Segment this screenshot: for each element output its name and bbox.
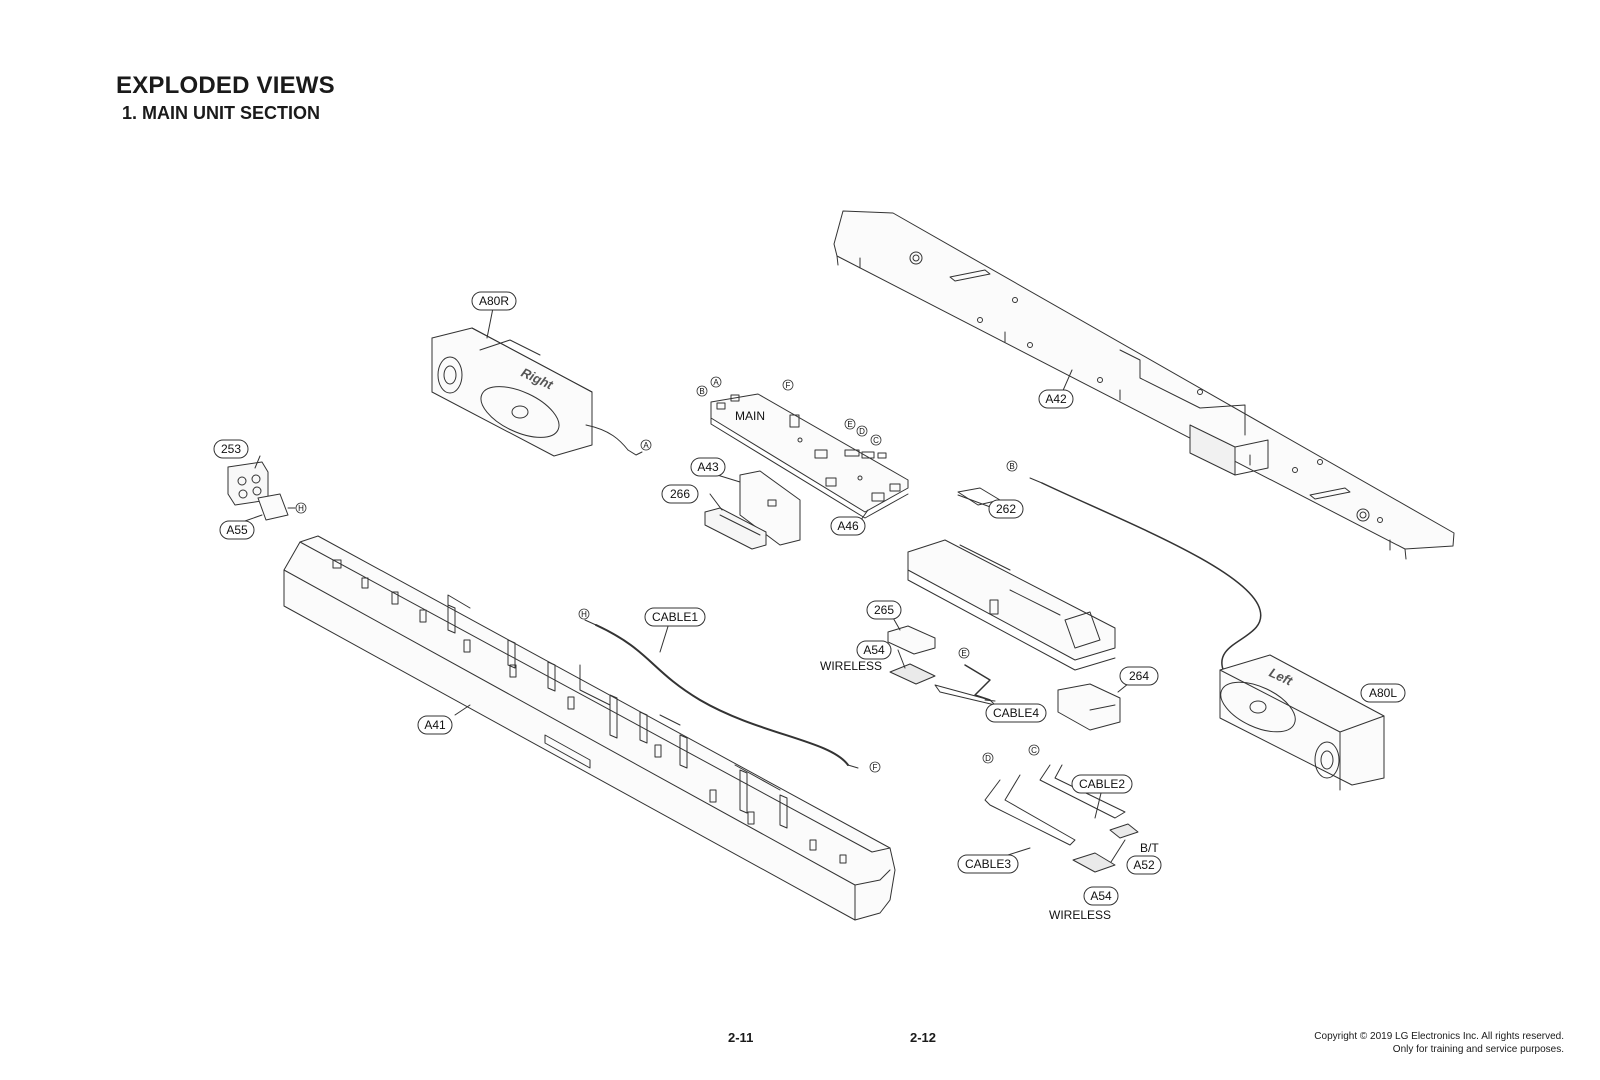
svg-text:C: C xyxy=(1031,746,1037,755)
label-a54-bottom: A54 xyxy=(1083,886,1119,906)
svg-text:H: H xyxy=(298,504,304,513)
svg-text:CABLE1: CABLE1 xyxy=(652,610,698,624)
svg-text:B: B xyxy=(699,387,704,396)
svg-text:CABLE3: CABLE3 xyxy=(965,857,1011,871)
svg-text:C: C xyxy=(873,436,879,445)
connector-ref-b-cable: B xyxy=(1006,460,1018,472)
svg-text:A55: A55 xyxy=(226,523,248,537)
svg-text:CABLE4: CABLE4 xyxy=(993,706,1039,720)
svg-text:CABLE2: CABLE2 xyxy=(1079,777,1125,791)
label-a46: A46 xyxy=(830,516,866,536)
svg-text:A54: A54 xyxy=(1090,889,1112,903)
connector-b-socket xyxy=(716,402,726,410)
label-a55: A55 xyxy=(219,520,255,540)
connector-ref-b-board: B xyxy=(696,385,708,397)
svg-text:265: 265 xyxy=(874,603,894,617)
label-265: 265 xyxy=(866,600,902,620)
part-253-a55 xyxy=(227,461,296,521)
connector-ref-e-board: E xyxy=(844,418,856,430)
part-cable4 xyxy=(934,664,996,706)
part-cable1 xyxy=(584,619,859,769)
svg-text:E: E xyxy=(961,649,966,658)
connector-ref-d-board: D xyxy=(856,425,868,437)
copyright-line-1: Copyright © 2019 LG Electronics Inc. All… xyxy=(1314,1031,1564,1042)
part-262-tray xyxy=(907,487,1116,671)
part-cable2 xyxy=(1039,764,1139,839)
svg-text:A46: A46 xyxy=(837,519,859,533)
svg-text:D: D xyxy=(859,427,865,436)
svg-text:A52: A52 xyxy=(1133,858,1155,872)
label-cable4: CABLE4 xyxy=(985,703,1047,723)
svg-text:A43: A43 xyxy=(697,460,719,474)
svg-text:H: H xyxy=(581,610,587,619)
connector-f-socket xyxy=(789,414,800,428)
part-264 xyxy=(1057,683,1121,731)
svg-text:E: E xyxy=(847,420,852,429)
part-a46-main-board xyxy=(710,393,909,519)
svg-text:A42: A42 xyxy=(1045,392,1067,406)
label-wireless-bottom: WIRELESS xyxy=(1049,908,1111,922)
connector-ref-c-board: C xyxy=(870,434,882,446)
connector-ref-h-a55: H xyxy=(295,502,307,514)
part-a41-enclosure xyxy=(283,535,896,921)
copyright-notice: Copyright © 2019 LG Electronics Inc. All… xyxy=(1314,1030,1564,1056)
svg-text:266: 266 xyxy=(670,487,690,501)
connector-ref-c-cable: C xyxy=(1028,744,1040,756)
connector-ref-a-cable: A xyxy=(640,439,652,451)
copyright-line-2: Only for training and service purposes. xyxy=(1392,1044,1564,1055)
label-cable1: CABLE1 xyxy=(644,607,706,627)
page-number-left: 2-11 xyxy=(728,1030,754,1045)
label-a43: A43 xyxy=(690,457,726,477)
svg-text:D: D xyxy=(985,754,991,763)
label-a80l: A80L xyxy=(1360,683,1406,703)
page-number-right: 2-12 xyxy=(910,1030,937,1045)
label-cable3: CABLE3 xyxy=(957,854,1019,874)
label-262: 262 xyxy=(988,499,1024,519)
svg-text:A41: A41 xyxy=(424,718,446,732)
part-a80l-left-speaker xyxy=(1219,654,1385,791)
svg-text:A: A xyxy=(643,441,649,450)
page-title: EXPLODED VIEWS xyxy=(116,72,335,99)
label-a54-top: A54 xyxy=(856,640,892,660)
connector-ref-f-board: F xyxy=(782,379,794,391)
part-a42-top-chassis xyxy=(833,210,1455,560)
svg-text:A54: A54 xyxy=(863,643,885,657)
connector-ref-a-board: A xyxy=(710,376,722,388)
svg-text:264: 264 xyxy=(1129,669,1149,683)
connector-a-socket xyxy=(730,394,740,402)
connector-ref-e-cable: E xyxy=(958,647,970,659)
svg-text:A80L: A80L xyxy=(1369,686,1397,700)
label-main: MAIN xyxy=(735,409,765,423)
label-266: 266 xyxy=(661,484,699,504)
label-cable2: CABLE2 xyxy=(1071,774,1133,794)
svg-text:A: A xyxy=(713,378,719,387)
connector-ref-h-cable: H xyxy=(578,608,590,620)
label-bt: B/T xyxy=(1140,841,1159,855)
label-a41: A41 xyxy=(417,715,453,735)
section-subtitle: 1. MAIN UNIT SECTION xyxy=(122,103,321,123)
svg-text:A80R: A80R xyxy=(479,294,509,308)
label-264: 264 xyxy=(1119,666,1159,686)
part-265-a54-top xyxy=(887,625,936,685)
part-a80r-right-speaker xyxy=(431,327,643,457)
svg-text:B: B xyxy=(1009,462,1014,471)
svg-text:253: 253 xyxy=(221,442,241,456)
connector-ref-f-cable: F xyxy=(869,761,881,773)
label-wireless-top: WIRELESS xyxy=(820,659,882,673)
connector-ref-d-cable: D xyxy=(982,752,994,764)
part-cable3 xyxy=(984,774,1116,873)
label-253: 253 xyxy=(213,439,249,459)
svg-text:F: F xyxy=(786,381,791,390)
label-a52: A52 xyxy=(1126,855,1162,875)
part-a43-board xyxy=(739,470,801,546)
svg-text:F: F xyxy=(873,763,878,772)
label-a80r: A80R xyxy=(471,291,517,311)
part-b-cable xyxy=(1029,477,1262,673)
svg-text:262: 262 xyxy=(996,502,1016,516)
label-a42: A42 xyxy=(1038,389,1074,409)
